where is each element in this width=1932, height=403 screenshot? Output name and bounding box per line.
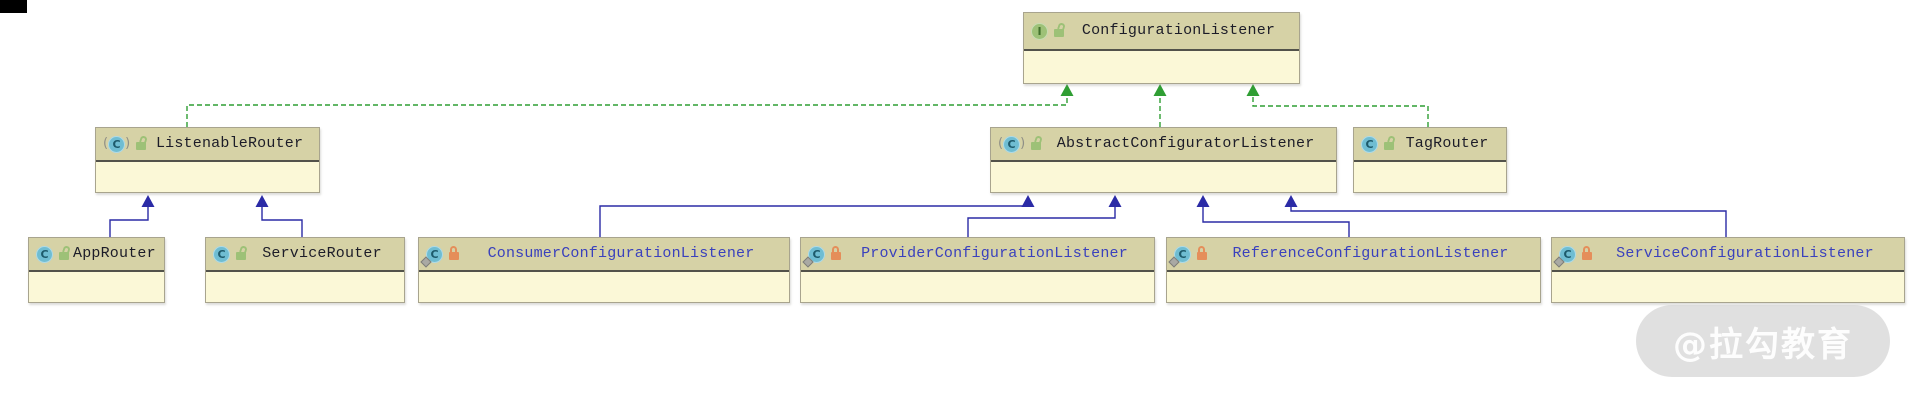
public-unlock-icon	[59, 252, 69, 260]
implements-arrowhead	[1060, 84, 1074, 96]
class-icon: C	[420, 245, 443, 268]
extends-arrowhead	[255, 195, 269, 207]
watermark-badge: @拉勾教育	[1636, 305, 1890, 377]
node-listenable-router[interactable]: (C) ListenableRouter	[95, 127, 320, 193]
node-configuration-listener[interactable]: I ConfigurationListener	[1023, 12, 1300, 84]
class-name-label: AppRouter	[73, 245, 156, 262]
extends-arrowhead	[1196, 195, 1210, 207]
implements-arrowhead	[1153, 84, 1167, 96]
provider-configuration-listener-extends-abstract-line	[967, 206, 1116, 237]
node-header: (C) AbstractConfiguratorListener	[991, 128, 1336, 162]
service-configuration-listener-extends-abstract-line	[1290, 206, 1727, 237]
node-header: C AppRouter	[29, 238, 164, 272]
class-name-label: TagRouter	[1405, 135, 1489, 152]
extends-arrowhead	[141, 195, 155, 207]
node-provider-configuration-listener[interactable]: C ProviderConfigurationListener	[800, 237, 1155, 303]
class-name-label: ReferenceConfigurationListener	[1232, 245, 1509, 262]
class-name-label: ConsumerConfigurationListener	[487, 245, 755, 262]
implements-arrowhead	[1246, 84, 1260, 96]
node-header: I ConfigurationListener	[1024, 13, 1299, 51]
public-unlock-icon	[236, 252, 246, 260]
listenable-router-implements-configuration-listener-line	[186, 96, 1068, 127]
node-app-router[interactable]: C AppRouter	[28, 237, 165, 303]
node-reference-configuration-listener[interactable]: C ReferenceConfigurationListener	[1166, 237, 1541, 303]
node-consumer-configuration-listener[interactable]: C ConsumerConfigurationListener	[418, 237, 790, 303]
extends-arrowhead	[1108, 195, 1122, 207]
class-icon: C	[1168, 245, 1191, 268]
class-name-label: ProviderConfigurationListener	[861, 245, 1128, 262]
node-service-configuration-listener[interactable]: C ServiceConfigurationListener	[1551, 237, 1905, 303]
node-header: C ProviderConfigurationListener	[801, 238, 1154, 272]
consumer-configuration-listener-extends-abstract-line	[599, 205, 1028, 237]
private-lock-icon	[1197, 246, 1207, 260]
corner-mark	[0, 0, 27, 13]
node-abstract-configurator-listener[interactable]: (C) AbstractConfiguratorListener	[990, 127, 1337, 193]
public-unlock-icon	[1031, 142, 1042, 150]
node-header: C ConsumerConfigurationListener	[419, 238, 789, 272]
class-icon: C	[1553, 245, 1576, 268]
class-icon: C	[802, 245, 825, 268]
class-icon: (C)	[998, 135, 1026, 153]
public-unlock-icon	[1054, 29, 1064, 37]
tag-router-implements-configuration-listener-line	[1252, 96, 1429, 127]
interface-icon: I	[1031, 22, 1048, 40]
extends-arrowhead	[1284, 195, 1298, 207]
class-name-label: AbstractConfiguratorListener	[1056, 135, 1315, 152]
class-icon: C	[213, 245, 230, 263]
reference-configuration-listener-extends-abstract-line	[1202, 206, 1350, 237]
node-service-router[interactable]: C ServiceRouter	[205, 237, 405, 303]
class-name-label: ServiceConfigurationListener	[1616, 245, 1874, 262]
private-lock-icon	[831, 246, 841, 260]
node-tag-router[interactable]: C TagRouter	[1353, 127, 1507, 193]
node-header: C ServiceConfigurationListener	[1552, 238, 1904, 272]
class-name-label: ListenableRouter	[155, 135, 304, 152]
class-icon: C	[1361, 135, 1378, 153]
node-header: C TagRouter	[1354, 128, 1506, 162]
node-header: C ServiceRouter	[206, 238, 404, 272]
watermark-text: @拉勾教育	[1673, 324, 1853, 365]
service-router-extends-listenable-router-line	[261, 207, 303, 237]
class-icon: (C)	[103, 135, 131, 153]
private-lock-icon	[449, 246, 459, 260]
node-header: (C) ListenableRouter	[96, 128, 319, 162]
app-router-extends-listenable-router-line	[109, 207, 149, 237]
private-lock-icon	[1582, 246, 1592, 260]
class-name-label: ConfigurationListener	[1081, 22, 1276, 39]
public-unlock-icon	[1384, 142, 1394, 150]
node-header: C ReferenceConfigurationListener	[1167, 238, 1540, 272]
extends-arrowhead	[1021, 195, 1035, 207]
class-icon: C	[36, 245, 53, 263]
public-unlock-icon	[136, 142, 147, 150]
class-name-label: ServiceRouter	[262, 245, 382, 262]
